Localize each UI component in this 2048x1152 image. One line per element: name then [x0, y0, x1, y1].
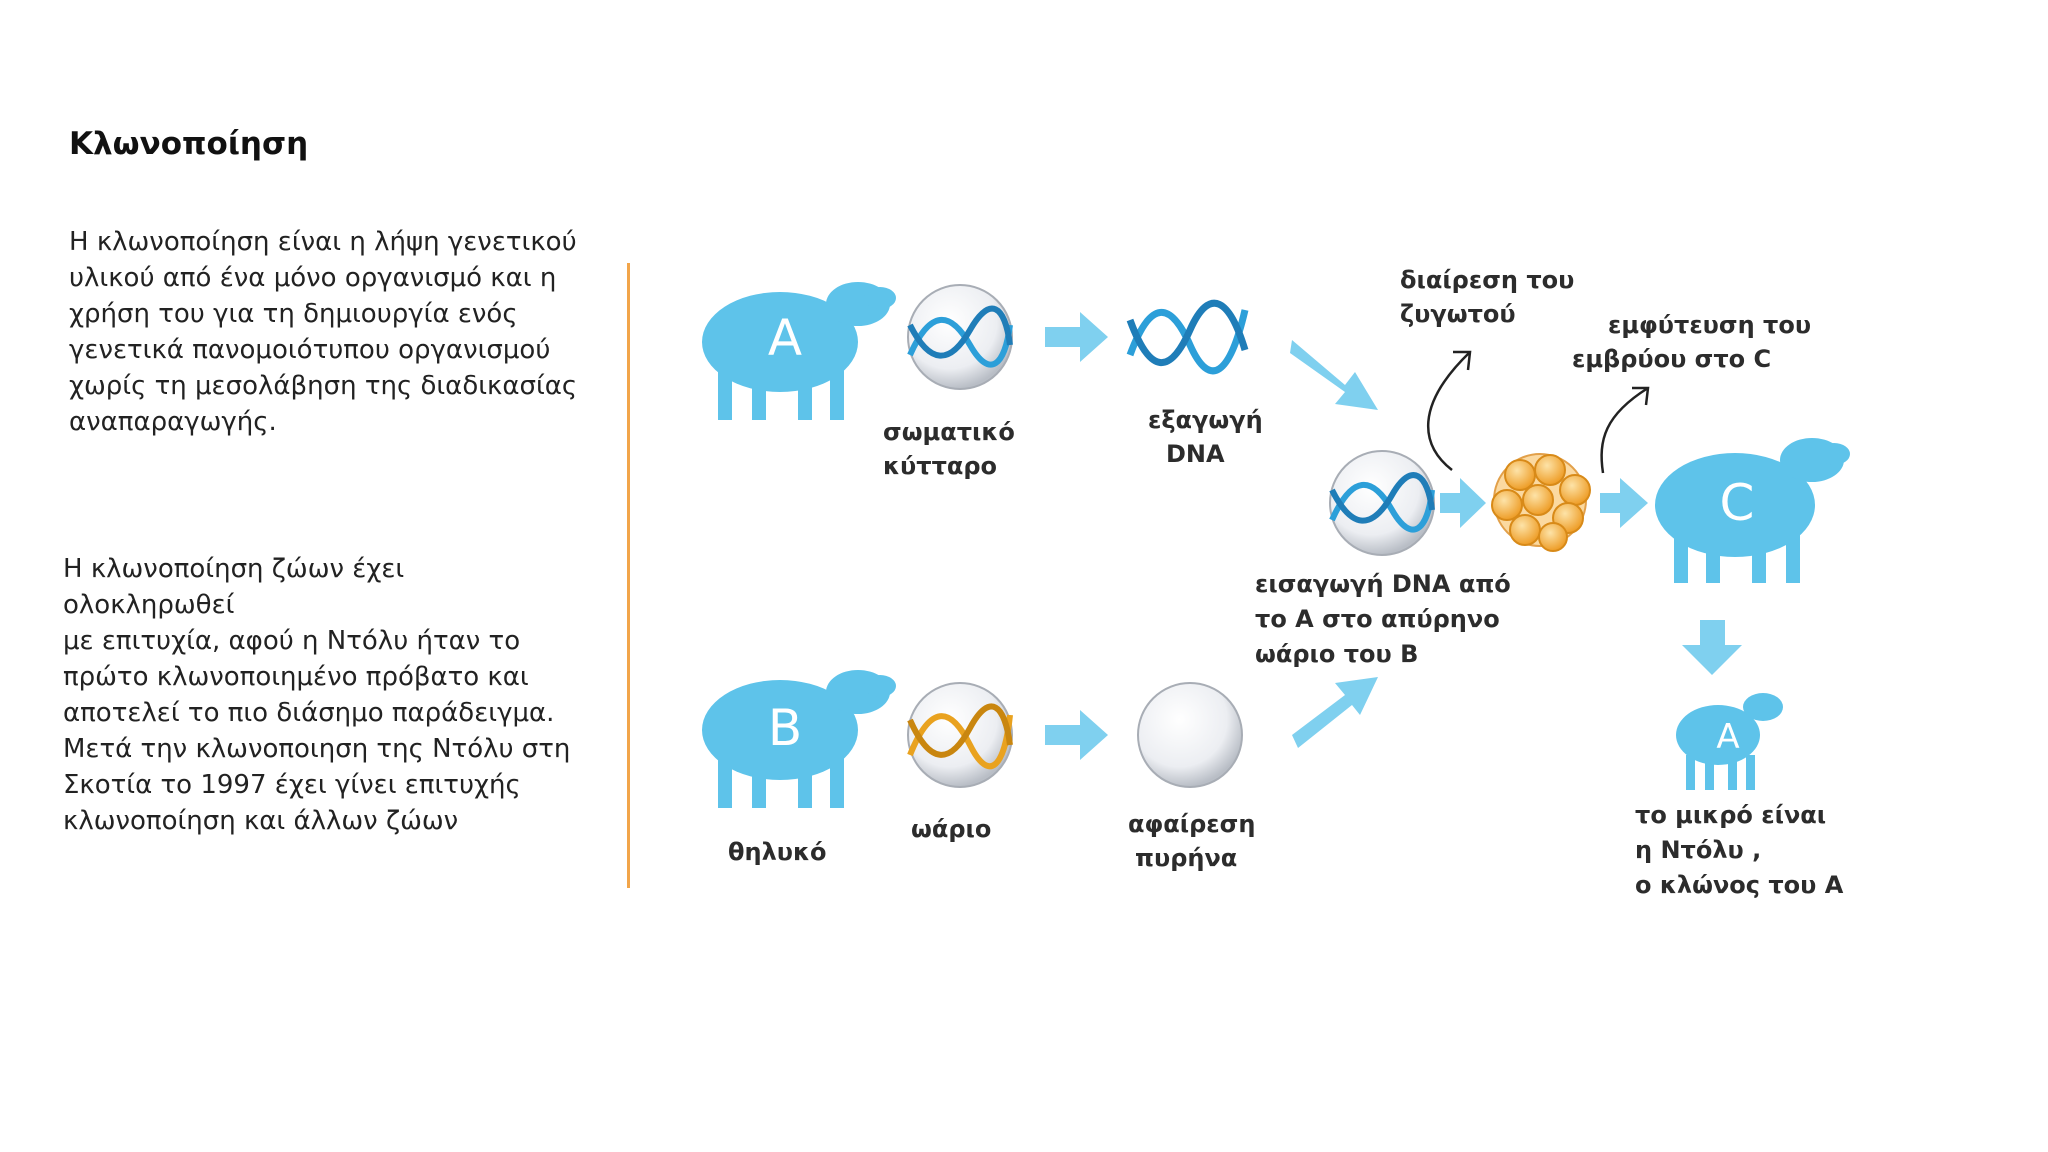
- label-zygote-division: διαίρεση του ζυγωτού: [1400, 266, 1583, 328]
- somatic-cell: [907, 284, 1013, 390]
- zygote-pointer-arrow: [1426, 350, 1472, 471]
- slide-title: Κλωνοποίηση: [69, 126, 309, 162]
- arrow-down-icon: [1682, 620, 1742, 675]
- enucleated-egg: [1137, 682, 1243, 788]
- sheep-a: A: [702, 282, 896, 420]
- dolly-paragraph: Η κλωνοποίηση ζώων έχει ολοκληρωθεί με ε…: [63, 554, 571, 836]
- embryo-icon: [1491, 453, 1591, 552]
- label-result: το μικρό είναι η Ντόλυ , ο κλώνος του Α: [1635, 801, 1844, 899]
- label-somatic-cell: σωματικό κύτταρο: [883, 418, 1023, 480]
- egg-with-dna: [1329, 450, 1435, 556]
- label-dna-extraction: εξαγωγή DNA: [1148, 406, 1271, 468]
- arrow-right-icon: [1440, 478, 1486, 528]
- arrow-right-icon: [1045, 710, 1108, 760]
- implant-pointer-arrow: [1600, 386, 1650, 474]
- label-female: θηλυκό: [728, 838, 827, 866]
- divider-line: [627, 263, 630, 888]
- arrow-right-icon: [1600, 478, 1648, 528]
- sheep-a-letter: A: [768, 309, 802, 367]
- arrow-right-icon: [1045, 312, 1108, 362]
- sheep-b-letter: B: [768, 699, 802, 757]
- label-nucleus-removal: αφαίρεση πυρήνα: [1128, 810, 1264, 872]
- arrow-down-right-icon: [1290, 340, 1378, 410]
- sheep-b: B: [702, 670, 896, 808]
- label-dna-insertion: εισαγωγή DNA από το Α στο απύρηνο ωάριο …: [1255, 570, 1519, 668]
- arrow-up-right-icon: [1292, 677, 1378, 748]
- lamb-dolly: A: [1676, 693, 1783, 790]
- egg-cell: [907, 682, 1013, 788]
- lamb-letter: A: [1716, 717, 1739, 757]
- definition-paragraph: Η κλωνοποίηση είναι η λήψη γενετικού υλι…: [69, 227, 578, 437]
- extracted-dna-icon: [1126, 299, 1249, 375]
- sheep-c: C: [1655, 438, 1850, 583]
- label-embryo-implant: εμφύτευση του εμβρύου στο C: [1572, 311, 1819, 373]
- sheep-c-letter: C: [1720, 474, 1755, 532]
- label-egg: ωάριο: [911, 815, 991, 843]
